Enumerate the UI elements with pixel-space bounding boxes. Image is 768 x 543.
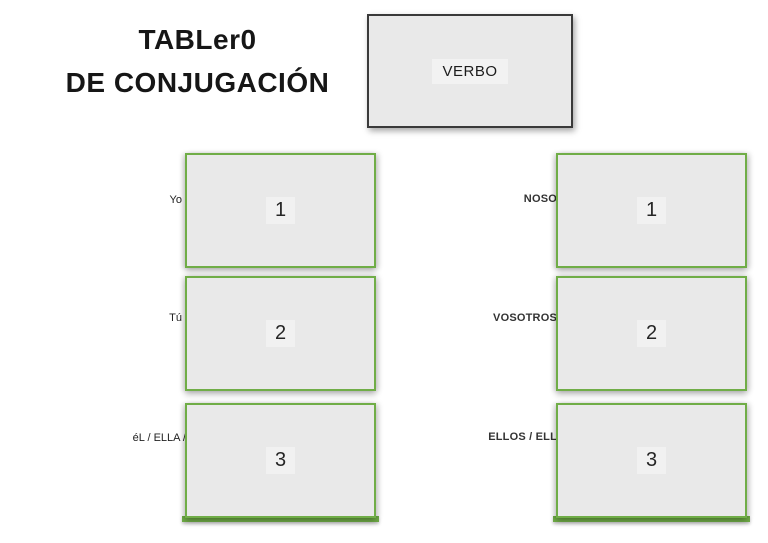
pronoun-label-ellos-ellas: ELLOS / ELL bbox=[488, 431, 557, 443]
board-title: TABLer0 DE CONJUGACIÓN bbox=[40, 18, 355, 104]
slot-left-1-number: 1 bbox=[265, 197, 296, 224]
pronoun-label-nosotros: NOSO bbox=[523, 193, 557, 205]
slot-left-1[interactable]: 1 bbox=[185, 153, 376, 268]
slot-right-1-number: 1 bbox=[636, 197, 667, 224]
slot-left-2-number: 2 bbox=[265, 320, 296, 347]
pronoun-label-yo: Yo bbox=[169, 194, 182, 206]
slot-right-1[interactable]: 1 bbox=[556, 153, 747, 268]
column-base-strip-right bbox=[553, 516, 750, 522]
slot-right-2[interactable]: 2 bbox=[556, 276, 747, 391]
column-base-strip-left bbox=[182, 516, 379, 522]
pronoun-label-tu: Tú bbox=[169, 312, 182, 324]
slot-right-2-number: 2 bbox=[636, 320, 667, 347]
slot-left-3[interactable]: 3 bbox=[185, 403, 376, 518]
board-title-line1: TABLer0 bbox=[138, 24, 257, 55]
pronoun-label-el-ella: éL / ELLA / bbox=[132, 432, 186, 444]
slot-right-3[interactable]: 3 bbox=[556, 403, 747, 518]
verb-card[interactable]: VERBO bbox=[367, 14, 573, 128]
pronoun-label-vosotros: VOSOTROS bbox=[493, 312, 557, 324]
board-title-line2: DE CONJUGACIÓN bbox=[65, 67, 330, 98]
verb-card-label: VERBO bbox=[432, 58, 508, 84]
slot-left-2[interactable]: 2 bbox=[185, 276, 376, 391]
slot-left-3-number: 3 bbox=[265, 447, 296, 474]
slot-right-3-number: 3 bbox=[636, 447, 667, 474]
